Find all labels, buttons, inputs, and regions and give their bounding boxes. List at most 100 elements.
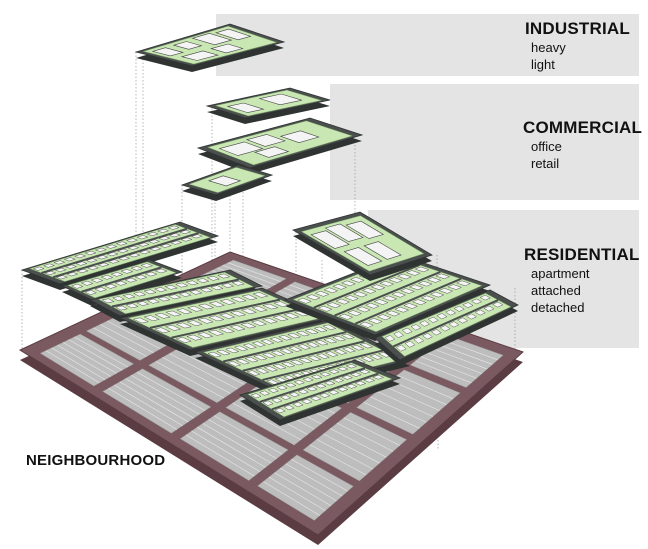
house: [270, 350, 286, 357]
commercial-title: COMMERCIAL: [523, 118, 643, 137]
house: [272, 363, 287, 370]
base-lot-line: [74, 336, 129, 368]
house: [279, 348, 294, 354]
res-strip-2: [60, 259, 184, 306]
house: [429, 291, 445, 298]
house: [186, 305, 204, 312]
house: [394, 306, 410, 313]
house: [158, 236, 171, 241]
house: [157, 296, 171, 302]
house: [358, 369, 371, 374]
house: [305, 342, 321, 348]
base-lot-line: [107, 320, 161, 350]
base-lot-line: [57, 344, 112, 377]
base-block: [102, 368, 212, 434]
house: [278, 335, 293, 341]
house: [143, 315, 160, 322]
house: [258, 390, 271, 396]
house: [288, 346, 303, 352]
house: [218, 313, 236, 319]
street: [242, 340, 365, 372]
house: [314, 383, 327, 389]
base-lot-line: [420, 356, 477, 379]
house: [388, 277, 404, 283]
house: [149, 246, 162, 251]
house: [479, 294, 491, 301]
house: [345, 383, 358, 389]
house: [281, 361, 296, 368]
house: [138, 250, 152, 255]
base-lot-line: [309, 444, 367, 476]
house: [168, 233, 182, 238]
house: [286, 332, 302, 339]
house: [354, 380, 367, 386]
building: [226, 102, 265, 113]
street: [171, 307, 302, 339]
base-lot-line: [191, 430, 261, 472]
house: [292, 401, 304, 408]
house: [261, 352, 277, 359]
house: [272, 315, 289, 322]
commercial-office: office: [531, 139, 562, 154]
house: [283, 312, 300, 319]
house: [462, 302, 474, 308]
house: [175, 322, 193, 329]
industrial-band: [216, 14, 639, 76]
house: [216, 349, 231, 356]
building: [324, 223, 364, 242]
house: [219, 299, 237, 305]
house: [359, 342, 374, 349]
house: [426, 277, 442, 283]
commercial-retail: retail: [531, 156, 560, 171]
street: [259, 367, 366, 403]
base-lot-line: [291, 459, 348, 492]
house: [302, 377, 314, 382]
base-lot-line: [169, 353, 238, 390]
residential-title: RESIDENTIAL: [524, 245, 640, 264]
house: [274, 407, 286, 414]
industrial-title: INDUSTRIAL: [525, 19, 630, 38]
house: [335, 298, 351, 305]
house: [263, 366, 279, 372]
house: [364, 302, 380, 309]
base-lot-line: [125, 378, 195, 419]
house: [229, 325, 246, 331]
street: [354, 277, 462, 325]
base-lot-line: [268, 476, 326, 511]
house: [75, 261, 88, 266]
house: [304, 328, 319, 335]
house: [53, 260, 66, 265]
res-block-b: [193, 319, 412, 398]
zoning-layers: [20, 23, 519, 426]
house: [132, 291, 147, 297]
house: [410, 324, 422, 331]
street: [52, 232, 199, 279]
house: [144, 271, 158, 277]
house: [54, 267, 67, 272]
house: [146, 298, 161, 304]
house: [94, 247, 108, 252]
house: [100, 275, 114, 280]
house: [134, 274, 148, 280]
house: [276, 385, 288, 391]
industrial-light: light: [531, 57, 555, 72]
house: [229, 310, 247, 317]
house: [220, 283, 235, 288]
house: [199, 287, 214, 293]
house: [382, 295, 398, 302]
house: [175, 308, 193, 315]
house: [361, 288, 377, 294]
building: [245, 134, 286, 147]
base-lot-line: [227, 262, 281, 282]
base-block: [302, 412, 408, 482]
house: [396, 273, 412, 280]
industrial-heavy: heavy: [531, 40, 566, 55]
house: [393, 331, 404, 338]
base-lot-line: [431, 347, 488, 370]
res-strip-3: [88, 269, 264, 322]
base-lot-line: [370, 396, 427, 423]
base-lot-line: [213, 415, 283, 455]
building: [208, 175, 242, 187]
house: [115, 241, 128, 246]
